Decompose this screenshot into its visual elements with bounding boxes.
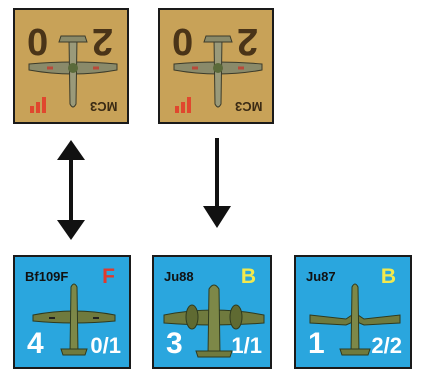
aircraft-code: MC3 xyxy=(90,99,117,114)
aircraft-code: MC3 xyxy=(235,99,262,114)
counter-number: 4 xyxy=(27,327,44,361)
red-bars-icon xyxy=(174,96,192,114)
aircraft-type: Bf109F xyxy=(25,269,68,284)
counter-left-number: 0 xyxy=(27,22,48,60)
counter-value: 0/1 xyxy=(90,333,121,359)
german-counter-ju88[interactable]: Ju88 B 3 1/1 xyxy=(152,255,272,369)
italian-counter-1[interactable]: 0 2 MC3 xyxy=(13,8,129,124)
counter-number: 3 xyxy=(166,327,183,361)
aircraft-type: Ju88 xyxy=(164,269,194,284)
double-arrow-icon xyxy=(51,140,91,240)
role-badge: B xyxy=(241,265,256,289)
red-bars-icon xyxy=(29,96,47,114)
counter-right-number: 2 xyxy=(92,22,113,60)
counter-left-number: 0 xyxy=(172,22,193,60)
down-arrow-icon xyxy=(197,138,237,228)
role-badge: B xyxy=(381,265,396,289)
italian-counter-2[interactable]: 0 2 MC3 xyxy=(158,8,274,124)
german-counter-bf109f[interactable]: Bf109F F 4 0/1 xyxy=(13,255,131,369)
counter-value: 1/1 xyxy=(231,333,262,359)
german-counter-ju87[interactable]: Ju87 B 1 2/2 xyxy=(294,255,412,369)
counter-number: 1 xyxy=(308,327,325,361)
counter-right-number: 2 xyxy=(237,22,258,60)
aircraft-type: Ju87 xyxy=(306,269,336,284)
role-badge: F xyxy=(102,265,115,289)
counter-value: 2/2 xyxy=(371,333,402,359)
